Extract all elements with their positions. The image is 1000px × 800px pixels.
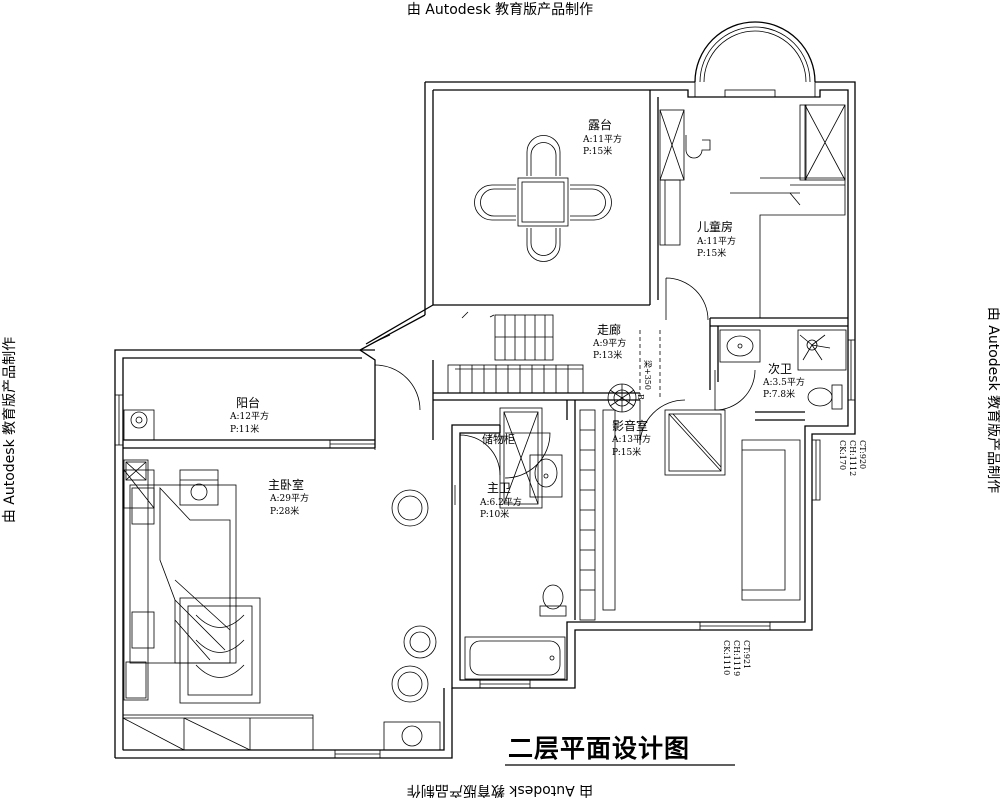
room-name-kids: 儿童房	[697, 219, 733, 234]
room-perimeter-terrace: P:15米	[583, 145, 612, 157]
room-label-theater: 影音室 A:13平方 P:15米	[611, 418, 651, 458]
room-area-guestbath: A:3.5平方	[762, 376, 805, 388]
windows	[114, 89, 856, 759]
terrace-dining-set	[474, 135, 612, 262]
room-name-corridor: 走廊	[597, 322, 621, 337]
room-perimeter-kids: P:15米	[697, 247, 726, 259]
room-area-theater: A:13平方	[611, 433, 651, 445]
room-perimeter-theater: P:15米	[612, 446, 641, 458]
plan-title: 二层平面设计图	[508, 734, 690, 763]
room-perimeter-masterbath: P:10米	[480, 508, 509, 520]
window-note-1-ch: CH:1112	[848, 440, 857, 476]
room-perimeter-guestbath: P:7.8米	[763, 388, 795, 400]
room-name-guestbath: 次卫	[768, 362, 792, 376]
window-note-1-ck: CK:170	[838, 440, 847, 470]
room-name-theater: 影音室	[612, 418, 648, 433]
room-label-kids: 儿童房 A:11平方 P:15米	[696, 219, 736, 259]
storage-cabinet	[499, 407, 543, 509]
window-note-2-ck: CK:1110	[722, 640, 731, 675]
balcony-fixtures	[123, 409, 219, 509]
window-note-1-ct: CT:920	[858, 440, 867, 469]
room-perimeter-master: P:28米	[270, 505, 299, 517]
room-name-terrace: 露台	[588, 117, 612, 132]
watermark-top: 由 Autodesk 教育版产品制作	[406, 2, 594, 18]
staircase	[447, 311, 661, 400]
room-label-guestbath: 次卫 A:3.5平方 P:7.8米	[762, 362, 805, 400]
theater-furniture	[579, 383, 801, 621]
guest-bath-fixtures	[719, 329, 847, 410]
room-area-kids: A:11平方	[696, 235, 736, 247]
room-area-terrace: A:11平方	[582, 133, 622, 145]
master-bath-fixtures	[454, 454, 567, 680]
room-label-terrace: 露台 A:11平方 P:15米	[582, 117, 622, 157]
window-note-2-ct: CT:921	[742, 640, 751, 669]
room-label-corridor: 走廊 A:9平方 P:13米	[592, 322, 626, 361]
room-label-master: 主卧室 A:29平方 P:28米	[268, 477, 309, 517]
bay-window	[694, 21, 816, 97]
room-perimeter-corridor: P:13米	[593, 349, 622, 361]
stair-note: 梁+350	[643, 360, 652, 390]
doors	[374, 277, 756, 479]
stair-mark: B	[636, 394, 645, 400]
kids-room-furniture	[659, 104, 846, 318]
room-name-master: 主卧室	[268, 477, 304, 492]
room-area-corridor: A:9平方	[592, 337, 626, 349]
room-area-masterbath: A:6.2平方	[479, 496, 522, 508]
window-note-1: CT:920 CH:1112 CK:170	[838, 440, 867, 476]
master-bedroom-furniture	[122, 459, 441, 751]
window-note-2: CT:921 CH:1119 CK:1110	[722, 640, 751, 676]
room-label-masterbath: 主卫 A:6.2平方 P:10米	[479, 481, 522, 520]
room-name-storage: 储物柜	[482, 432, 515, 446]
room-perimeter-balcony: P:11米	[230, 423, 259, 435]
window-note-2-ch: CH:1119	[732, 640, 741, 676]
room-name-balcony: 阳台	[236, 395, 260, 410]
room-area-balcony: A:12平方	[229, 410, 269, 422]
room-name-masterbath: 主卫	[487, 481, 511, 495]
room-area-master: A:29平方	[269, 492, 309, 504]
room-label-balcony: 阳台 A:12平方 P:11米	[229, 395, 269, 435]
